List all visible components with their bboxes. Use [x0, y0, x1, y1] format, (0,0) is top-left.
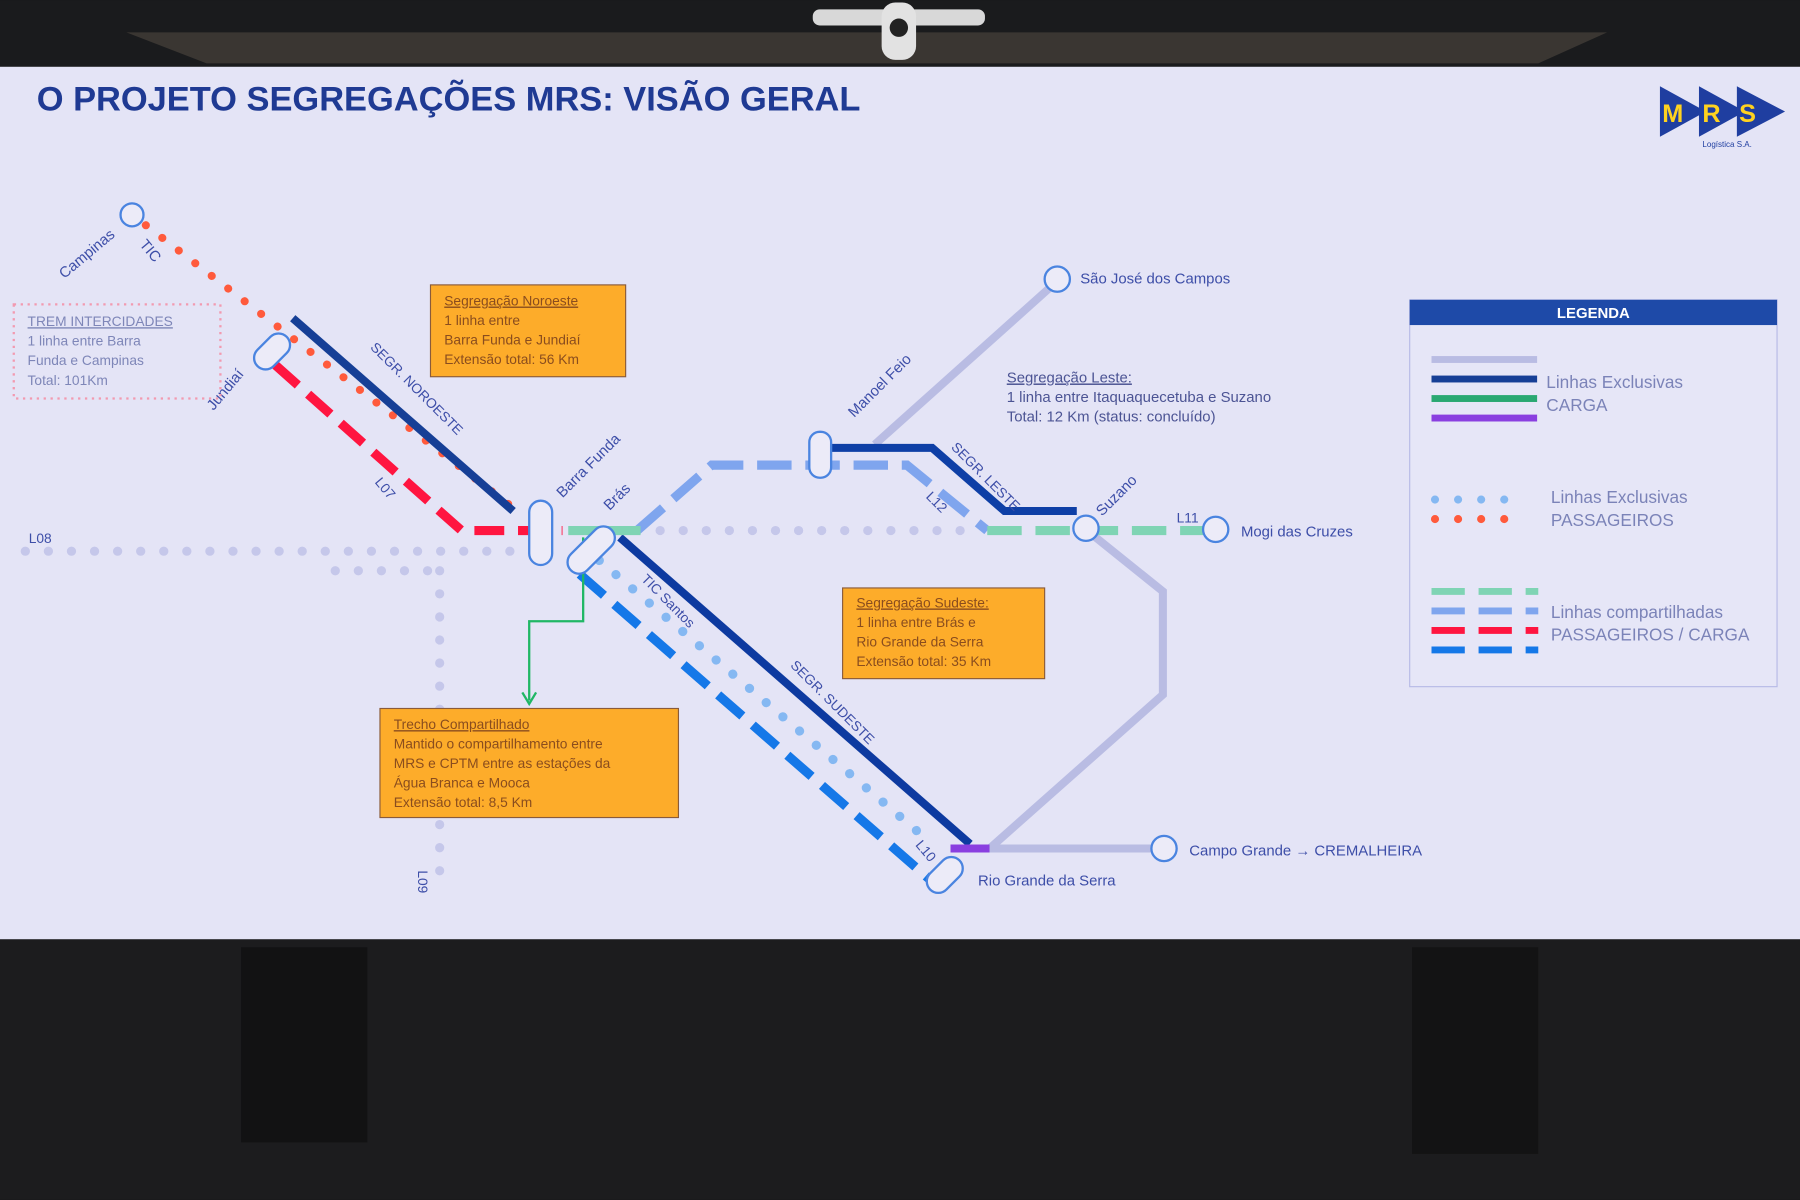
svg-text:1 linha entre Barra: 1 linha entre Barra	[28, 334, 142, 349]
svg-text:Funda e Campinas: Funda e Campinas	[28, 353, 144, 368]
mrs-logo: M R S Logística S.A.	[1659, 86, 1786, 149]
svg-text:Total: 101Km: Total: 101Km	[28, 373, 108, 388]
station-bras[interactable]	[563, 522, 620, 579]
ceiling-light	[126, 32, 1608, 64]
svg-text:CARGA: CARGA	[1546, 395, 1608, 415]
line-tic-santos	[594, 555, 937, 849]
label-mogi: Mogi das Cruzes	[1241, 523, 1353, 540]
label-rio-grande: Rio Grande da Serra	[978, 872, 1116, 889]
line-segr-sudeste	[617, 534, 973, 847]
svg-text:Água Branca e Mooca: Água Branca e Mooca	[394, 775, 531, 791]
svg-text:S: S	[1739, 100, 1756, 128]
camera-icon	[812, 2, 985, 60]
station-barra-funda[interactable]	[528, 499, 554, 567]
svg-text:Linhas Exclusivas: Linhas Exclusivas	[1546, 372, 1683, 392]
line-segr-leste	[826, 443, 1077, 516]
label-l08: L08	[29, 531, 52, 546]
station-rio-grande[interactable]	[922, 852, 967, 897]
noroeste-box: Segregação Noroeste 1 linha entre Barra …	[429, 284, 627, 378]
label-sao-jose: São José dos Campos	[1080, 271, 1230, 288]
label-l09: L09	[415, 870, 430, 893]
line-segr-noroeste	[290, 315, 516, 515]
shared-section-arrow	[528, 537, 585, 701]
station-suzano[interactable]	[1072, 514, 1100, 543]
svg-text:PASSAGEIROS: PASSAGEIROS	[1551, 510, 1674, 530]
svg-text:Total: 12 Km (status: concluí: Total: 12 Km (status: concluído)	[1007, 408, 1216, 425]
svg-text:Extensão total: 56 Km: Extensão total: 56 Km	[444, 352, 579, 367]
legend-title: LEGENDA	[1557, 305, 1630, 322]
svg-text:1 linha entre: 1 linha entre	[444, 313, 520, 328]
station-sao-jose[interactable]	[1043, 265, 1072, 293]
station-mogi[interactable]	[1201, 515, 1230, 544]
sudeste-box: Segregação Sudeste: 1 linha entre Brás e…	[842, 587, 1046, 680]
svg-text:M: M	[1662, 100, 1683, 128]
svg-text:Extensão total: 8,5 Km: Extensão total: 8,5 Km	[394, 795, 532, 810]
station-campo-grande[interactable]	[1150, 834, 1178, 863]
svg-text:Rio Grande da Serra: Rio Grande da Serra	[856, 634, 983, 649]
svg-text:Logística S.A.: Logística S.A.	[1702, 140, 1751, 149]
label-campo-grande: Campo Grande → CREMALHEIRA	[1189, 842, 1422, 859]
arrow-head-icon	[521, 691, 538, 707]
svg-text:Trecho Compartilhado: Trecho Compartilhado	[394, 717, 530, 732]
svg-text:Extensão total: 35 Km: Extensão total: 35 Km	[856, 654, 991, 669]
line-sao-jose	[872, 284, 1054, 448]
label-l11: L11	[1177, 511, 1199, 526]
svg-text:1 linha entre Brás e: 1 linha entre Brás e	[856, 615, 976, 630]
leste-note: Segregação Leste: 1 linha entre Itaquaqu…	[1007, 369, 1271, 425]
svg-text:Linhas compartilhadas: Linhas compartilhadas	[1551, 602, 1723, 622]
svg-text:Segregação Noroeste: Segregação Noroeste	[444, 294, 578, 309]
svg-text:Mantido o compartilhamento ent: Mantido o compartilhamento entre	[394, 737, 603, 752]
svg-text:Segregação Sudeste:: Segregação Sudeste:	[856, 595, 988, 610]
svg-text:TREM INTERCIDADES: TREM INTERCIDADES	[28, 314, 173, 329]
legend: LEGENDA Linhas Exclusivas CARGA Linhas E…	[1409, 299, 1778, 688]
station-campinas[interactable]	[119, 202, 145, 228]
svg-text:PASSAGEIROS / CARGA: PASSAGEIROS / CARGA	[1551, 625, 1750, 645]
line-l10	[576, 570, 933, 883]
intercidades-box: TREM INTERCIDADES 1 linha entre Barra Fu…	[12, 303, 222, 400]
page-title: O PROJETO SEGREGAÇÕES MRS: VISÃO GERAL	[37, 78, 861, 118]
svg-text:Segregação Leste:: Segregação Leste:	[1007, 369, 1132, 386]
trecho-compartilhado-box: Trecho Compartilhado Mantido o compartil…	[379, 707, 680, 819]
station-jundiai[interactable]	[249, 329, 294, 374]
svg-text:MRS e CPTM entre as estações d: MRS e CPTM entre as estações da	[394, 756, 611, 771]
svg-text:R: R	[1702, 100, 1720, 128]
station-manoel-feio[interactable]	[808, 430, 833, 479]
line-suzano-rio-grande	[986, 532, 1167, 852]
svg-text:Barra Funda e Jundiaí: Barra Funda e Jundiaí	[444, 333, 580, 348]
svg-text:Linhas Exclusivas: Linhas Exclusivas	[1551, 487, 1688, 507]
svg-text:1 linha entre Itaquaquecetuba: 1 linha entre Itaquaquecetuba e Suzano	[1007, 389, 1271, 406]
